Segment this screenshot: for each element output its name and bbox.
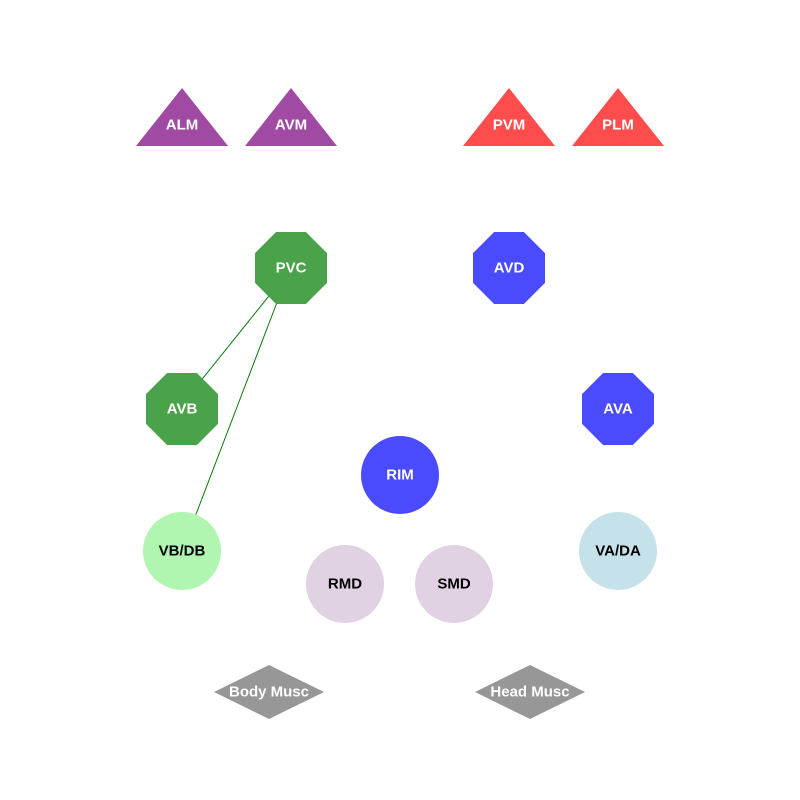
node-label: RIM bbox=[386, 467, 414, 484]
circle-shape bbox=[415, 545, 493, 623]
node-avd[interactable]: AVD bbox=[473, 232, 545, 304]
node-label: VA/DA bbox=[595, 543, 641, 560]
node-rim[interactable]: RIM bbox=[361, 436, 439, 514]
node-label: AVM bbox=[275, 117, 307, 134]
circle-shape bbox=[579, 512, 657, 590]
triangle-shape bbox=[245, 88, 337, 146]
triangle-shape bbox=[136, 88, 228, 146]
diamond-shape bbox=[475, 665, 585, 719]
octagon-shape bbox=[473, 232, 545, 304]
node-vada[interactable]: VA/DA bbox=[579, 512, 657, 590]
node-label: PVC bbox=[276, 260, 307, 277]
edge-pvc-to-vbdb bbox=[184, 270, 290, 544]
node-label: RMD bbox=[328, 576, 362, 593]
node-vbdb[interactable]: VB/DB bbox=[143, 512, 221, 590]
node-avb[interactable]: AVB bbox=[146, 373, 218, 445]
diamond-shape bbox=[214, 665, 324, 719]
node-layer: ALM AVM PVM PLM PVC AVD AVB AVA RIM VB/DB RMD SMD VA… bbox=[136, 88, 664, 719]
triangle-shape bbox=[572, 88, 664, 146]
node-rmd[interactable]: RMD bbox=[306, 545, 384, 623]
node-label: Head Musc bbox=[490, 684, 569, 701]
node-pvc[interactable]: PVC bbox=[255, 232, 327, 304]
node-alm[interactable]: ALM bbox=[136, 88, 228, 146]
node-body[interactable]: Body Musc bbox=[214, 665, 324, 719]
octagon-shape bbox=[146, 373, 218, 445]
node-label: PVM bbox=[493, 117, 526, 134]
octagon-shape bbox=[255, 232, 327, 304]
octagon-shape bbox=[582, 373, 654, 445]
circle-shape bbox=[306, 545, 384, 623]
node-plm[interactable]: PLM bbox=[572, 88, 664, 146]
triangle-shape bbox=[463, 88, 555, 146]
node-ava[interactable]: AVA bbox=[582, 373, 654, 445]
circle-shape bbox=[361, 436, 439, 514]
node-label: ALM bbox=[166, 117, 199, 134]
circle-shape bbox=[143, 512, 221, 590]
node-label: AVB bbox=[167, 401, 198, 418]
node-label: VB/DB bbox=[159, 543, 206, 560]
node-label: AVD bbox=[494, 260, 525, 277]
node-head[interactable]: Head Musc bbox=[475, 665, 585, 719]
node-pvm[interactable]: PVM bbox=[463, 88, 555, 146]
node-label: SMD bbox=[437, 576, 471, 593]
node-label: Body Musc bbox=[229, 684, 309, 701]
node-smd[interactable]: SMD bbox=[415, 545, 493, 623]
node-label: AVA bbox=[603, 401, 633, 418]
node-label: PLM bbox=[602, 117, 634, 134]
node-avm[interactable]: AVM bbox=[245, 88, 337, 146]
